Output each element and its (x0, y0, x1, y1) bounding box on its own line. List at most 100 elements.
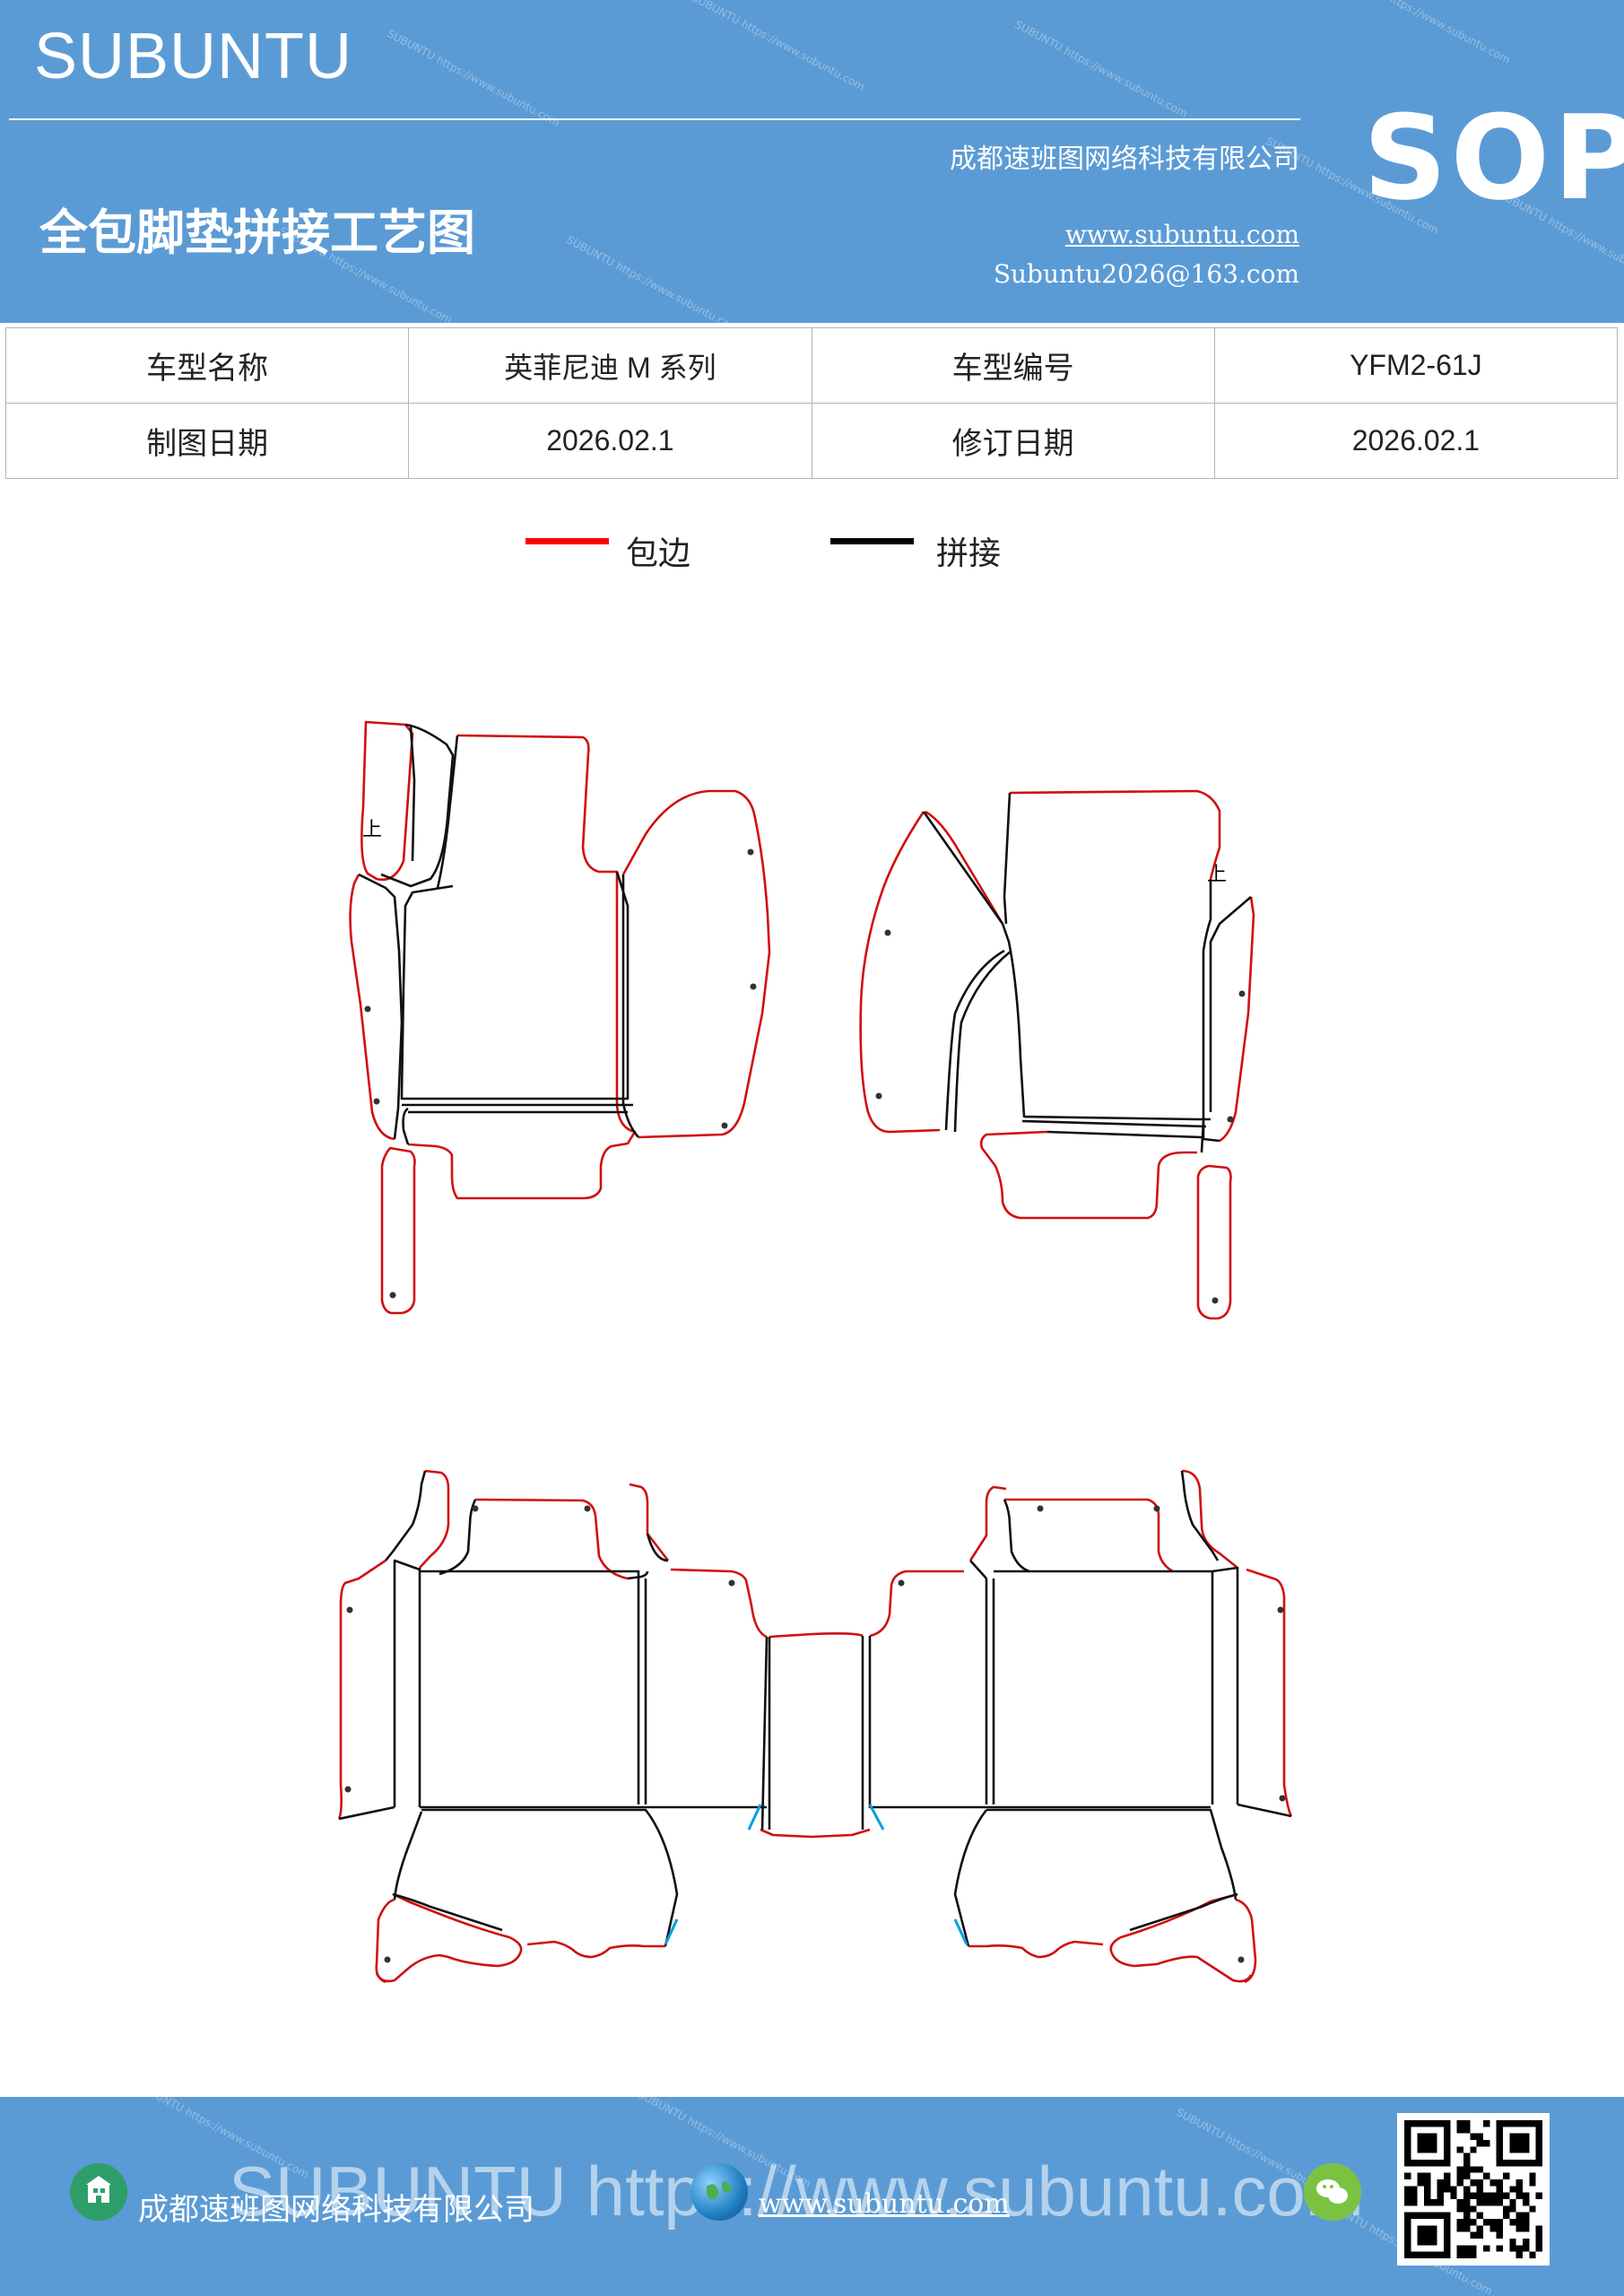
qr-module (1470, 2146, 1477, 2153)
qr-module (1470, 2219, 1477, 2226)
mat-piece (968, 1940, 1104, 1959)
seam-line (953, 1809, 988, 1947)
building-icon (70, 2163, 127, 2221)
qr-module (1470, 2251, 1477, 2258)
mat-piece (968, 1485, 1007, 1561)
wechat-icon (1304, 2163, 1361, 2221)
qr-module (1424, 2172, 1431, 2179)
qr-module (1456, 2225, 1463, 2232)
qr-module (1463, 2160, 1471, 2167)
qr-module (1476, 2225, 1483, 2232)
seam-line (409, 726, 416, 862)
seam-line (1200, 1120, 1205, 1153)
qr-module (1523, 2245, 1530, 2252)
seam-line (1180, 1470, 1220, 1561)
qr-module (1411, 2199, 1418, 2206)
qr-module (1509, 2199, 1516, 2206)
qr-module (1509, 2205, 1516, 2213)
seam-line (392, 1892, 503, 1932)
mat-piece (375, 1898, 395, 1984)
qr-module (1523, 2199, 1530, 2206)
mat-piece (1109, 1892, 1253, 1983)
qr-module (1437, 2199, 1444, 2206)
seam-line (868, 1636, 1211, 1809)
qr-module (1470, 2231, 1477, 2239)
seam-line (393, 1559, 421, 1807)
qr-module (1456, 2120, 1463, 2127)
qr-module (1523, 2192, 1530, 2199)
qr-module (1404, 2186, 1411, 2193)
mounting-hole (384, 1956, 391, 1963)
qr-module (1456, 2146, 1463, 2153)
table-cell: 车型名称 (4, 327, 410, 404)
mounting-hole (364, 1005, 371, 1013)
qr-code (1397, 2113, 1550, 2266)
company-name: 成都速班图网络科技有限公司 (950, 144, 1299, 175)
accent-segment (868, 1804, 885, 1831)
qr-module (1463, 2152, 1471, 2160)
mounting-hole (728, 1579, 735, 1587)
qr-module (1489, 2179, 1497, 2187)
mounting-hole (472, 1505, 479, 1512)
mounting-hole (1279, 1795, 1286, 1802)
qr-module (1515, 2179, 1523, 2187)
seam-line (969, 1560, 987, 1579)
mat-piece (1009, 789, 1221, 880)
website-link[interactable]: www.subuntu.com (1064, 220, 1299, 249)
accent-segment (664, 1918, 679, 1945)
seam-line (338, 1805, 395, 1821)
qr-module (1496, 2186, 1503, 2193)
qr-module (1450, 2192, 1457, 2199)
qr-module (1456, 2199, 1463, 2206)
mat-piece (380, 1146, 416, 1315)
mat-piece (337, 1559, 386, 1820)
table-cell: 2026.02.1 (1213, 403, 1619, 479)
qr-module (1404, 2199, 1411, 2206)
qr-module (1496, 2199, 1503, 2206)
mounting-holes (344, 848, 1286, 1963)
legend: 包边 拼接 (0, 527, 1624, 572)
qr-module (1404, 2192, 1411, 2199)
table-cell: 车型编号 (811, 327, 1215, 404)
mounting-hole (373, 1098, 380, 1105)
page-title: 全包脚垫拼接工艺图 (39, 204, 475, 261)
qr-module (1456, 2126, 1463, 2134)
seam-line (1237, 1803, 1292, 1818)
seam-line (1021, 1119, 1207, 1128)
seam-outlines (338, 723, 1292, 1947)
footer-company-name: 成都速班图网络科技有限公司 (138, 2192, 534, 2228)
qr-module (1463, 2212, 1471, 2219)
qr-module (1456, 2219, 1463, 2226)
qr-module (1476, 2179, 1483, 2187)
qr-module (1463, 2225, 1471, 2232)
qr-module (1515, 2245, 1523, 2252)
mat-piece (769, 1632, 864, 1639)
mounting-hole (875, 1092, 882, 1100)
seam-line (380, 723, 455, 888)
qr-module (1476, 2199, 1483, 2206)
qr-module (1496, 2192, 1503, 2199)
seam-line (627, 1570, 649, 1580)
mat-piece (526, 1940, 665, 1959)
mounting-hole (721, 1122, 728, 1129)
qr-module (1424, 2192, 1431, 2199)
qr-module (1450, 2186, 1457, 2193)
qr-module (1444, 2186, 1451, 2193)
mounting-hole (1153, 1505, 1160, 1512)
footer-watermark-large: SUBUNTU https://www.subuntu.com (229, 2152, 1364, 2231)
qr-module (1417, 2133, 1437, 2153)
qr-module (1496, 2231, 1503, 2239)
vehicle-info-table: 车型名称 英菲尼迪 M 系列 车型编号 YFM2-61J 制图日期 2026.0… (4, 327, 1619, 479)
mat-piece (349, 874, 395, 1141)
qr-module (1503, 2212, 1510, 2219)
brand-name: SUBUNTU (34, 21, 353, 92)
qr-module (1529, 2179, 1536, 2187)
qr-module (1496, 2225, 1503, 2232)
table-cell: 修订日期 (811, 403, 1215, 479)
mat-piece (1196, 1164, 1232, 1320)
qr-module (1424, 2179, 1431, 2187)
mat-piece (1235, 1898, 1257, 1984)
footer-website-link[interactable]: www.subuntu.com (759, 2188, 1010, 2220)
mat-piece (474, 1498, 629, 1580)
qr-module (1535, 2192, 1542, 2199)
